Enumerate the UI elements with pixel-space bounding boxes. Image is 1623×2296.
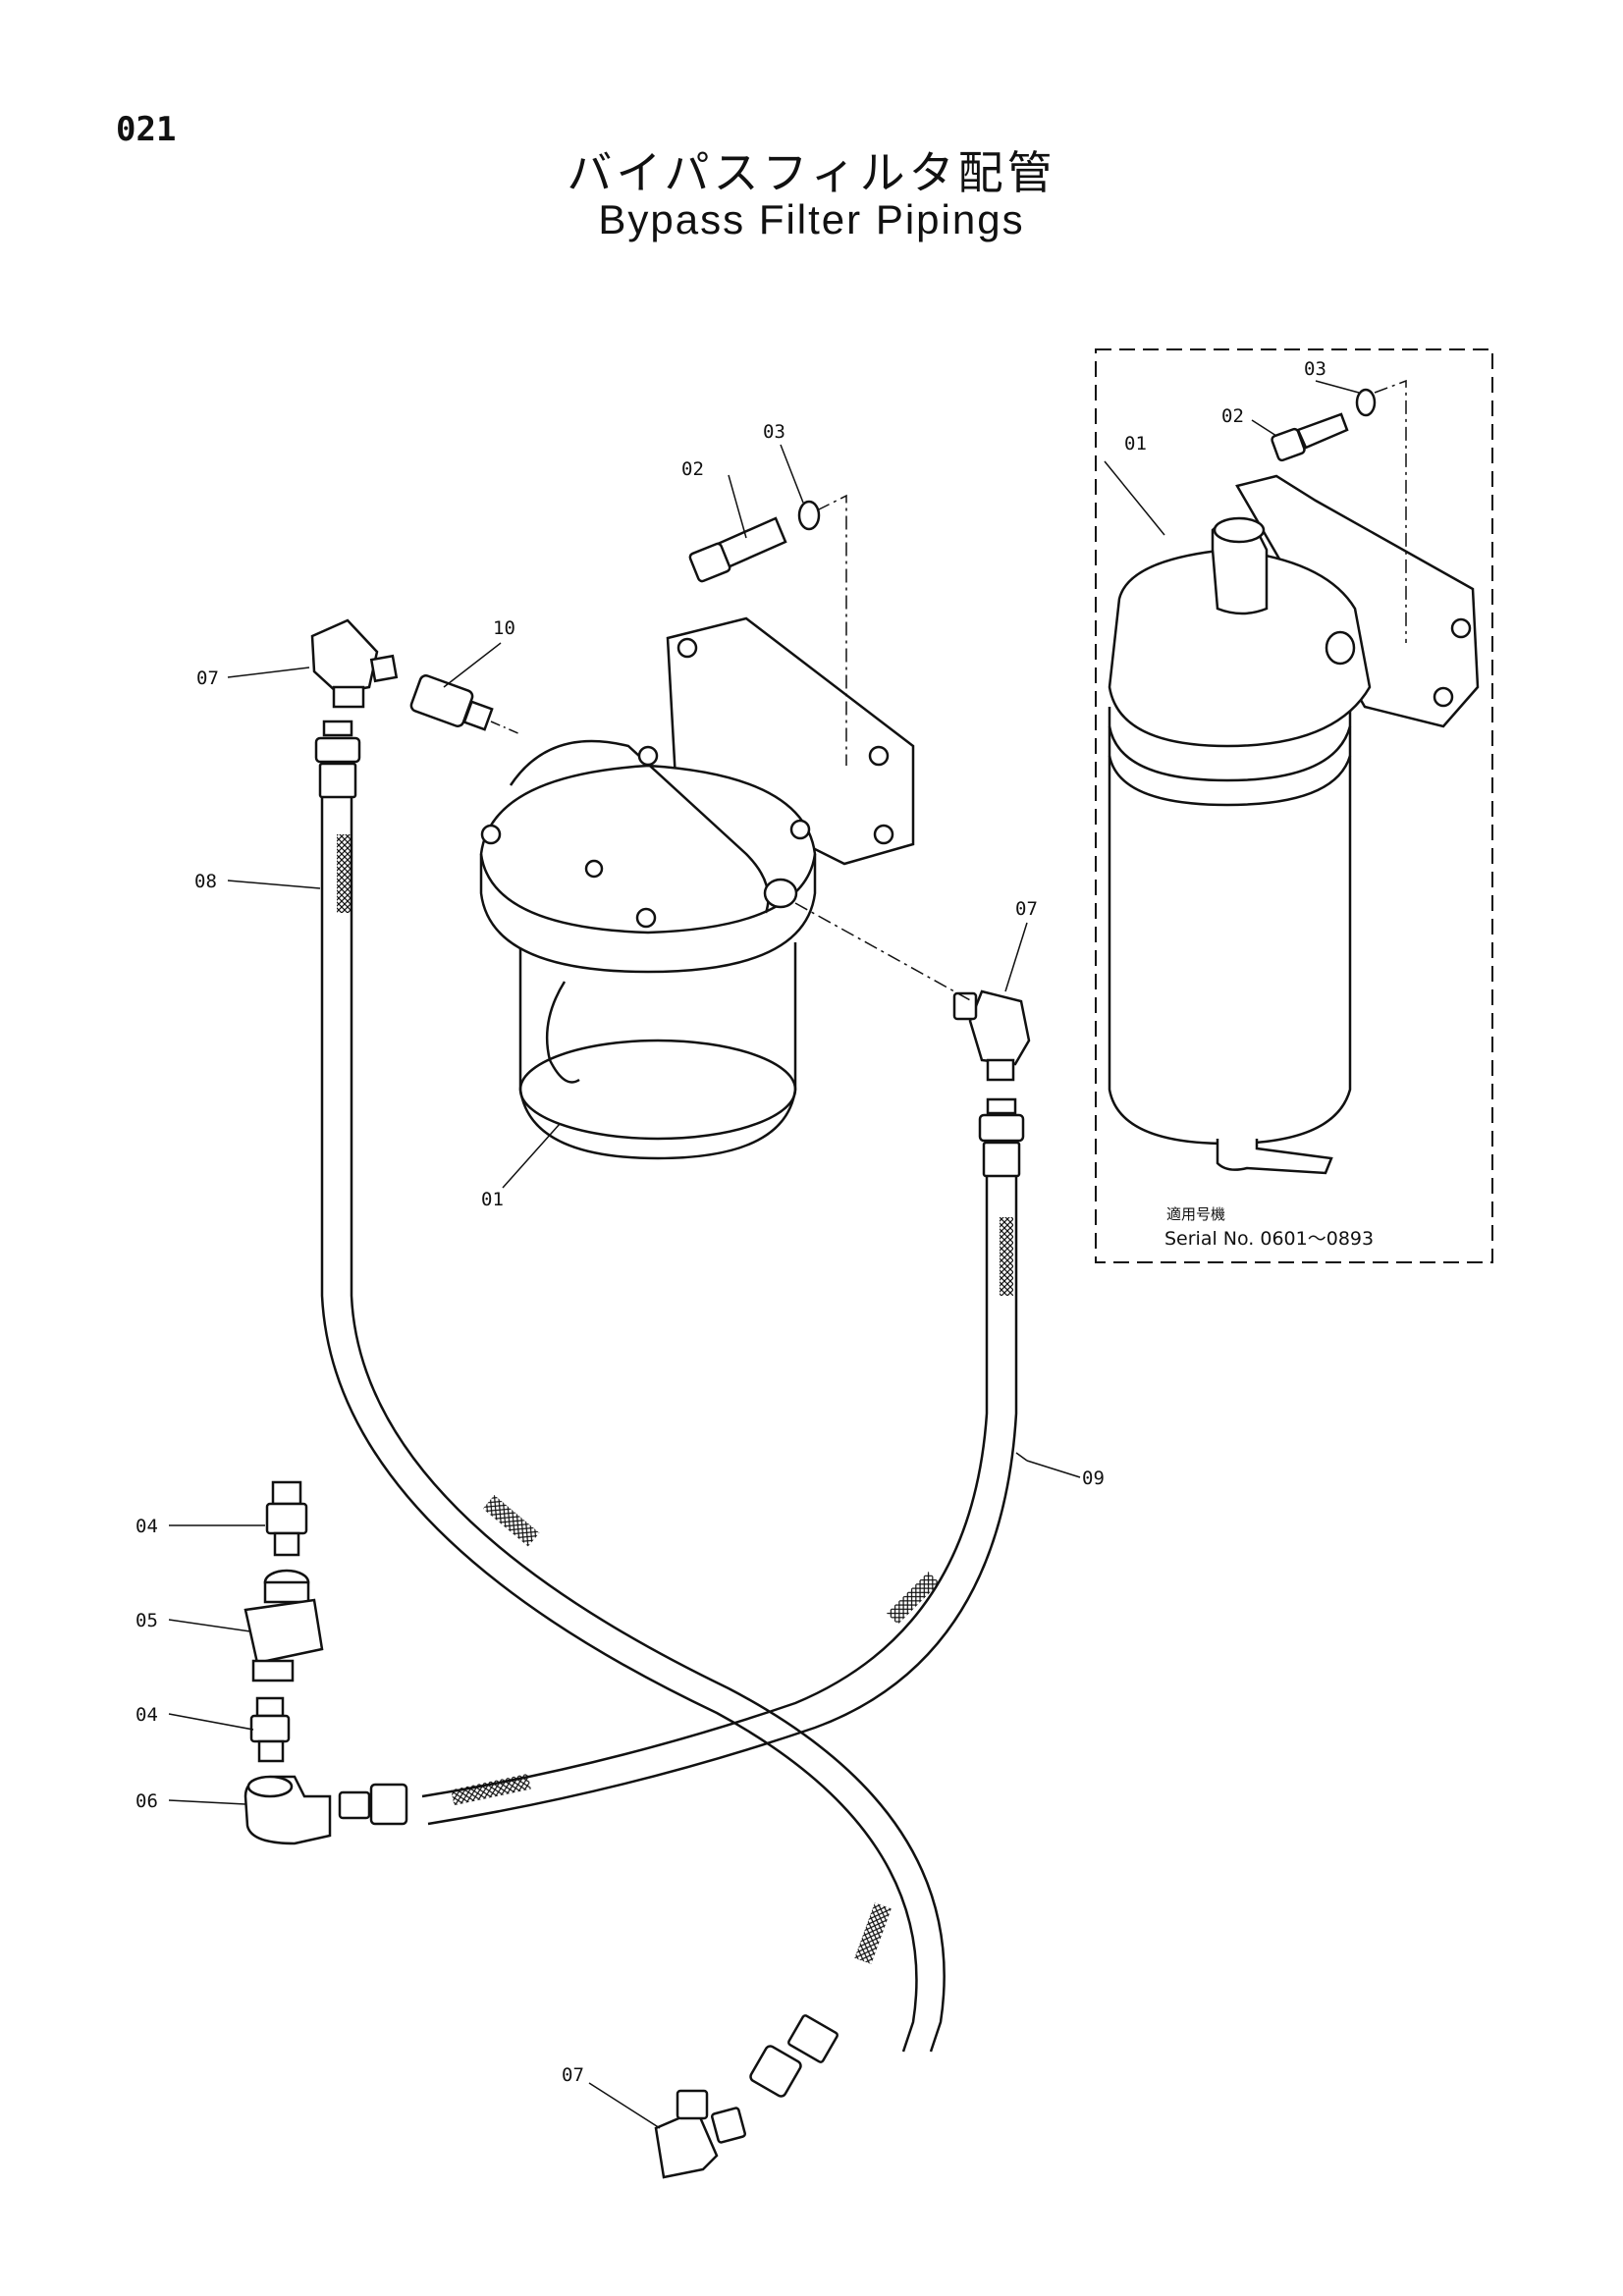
elbow-06 xyxy=(243,1775,332,1845)
callout-01-inset: 01 xyxy=(1124,433,1147,454)
callout-10: 10 xyxy=(493,617,515,639)
washer-03-inset xyxy=(1355,388,1377,417)
callout-07-right: 07 xyxy=(1015,898,1038,920)
bolt-02-main xyxy=(688,516,787,583)
hose-08 xyxy=(320,795,946,2053)
hose-09 xyxy=(421,1173,1018,1826)
elbow-07-left xyxy=(310,618,399,709)
callout-04-lower: 04 xyxy=(135,1704,158,1726)
applicable-machines-label: 適用号機 xyxy=(1166,1205,1225,1223)
callout-08: 08 xyxy=(194,871,217,892)
centerline-10 xyxy=(490,721,521,735)
bypass-filter-inset xyxy=(1108,474,1480,1175)
callout-04-upper: 04 xyxy=(135,1516,158,1537)
page-number: 021 xyxy=(116,110,177,149)
callout-02-main: 02 xyxy=(681,458,704,480)
callout-02-inset: 02 xyxy=(1221,405,1244,427)
callout-07-bottom: 07 xyxy=(562,2064,584,2086)
page-title-japanese: バイパスフィルタ配管 xyxy=(567,146,1056,199)
connector-04-lower xyxy=(249,1696,291,1763)
hose-09-bottom-fitting xyxy=(338,1783,408,1826)
callout-03-inset: 03 xyxy=(1304,358,1326,380)
leader-lines xyxy=(168,380,1360,2129)
callout-03-main: 03 xyxy=(763,421,785,443)
centerline-bolt-inset xyxy=(1374,379,1407,643)
callout-01-main: 01 xyxy=(481,1189,504,1210)
bypass-filter-main xyxy=(479,616,915,1160)
centerline-bolt-main xyxy=(816,494,847,766)
inset-frame xyxy=(1095,348,1493,1263)
adapter-05 xyxy=(243,1569,324,1682)
page-title-english: Bypass Filter Pipings xyxy=(598,196,1025,242)
callout-06: 06 xyxy=(135,1790,158,1812)
callout-07-left: 07 xyxy=(196,667,219,689)
callout-09: 09 xyxy=(1082,1468,1105,1489)
washer-03-main xyxy=(797,500,821,531)
connector-04-upper xyxy=(265,1480,308,1557)
elbow-07-bottom xyxy=(654,2089,746,2179)
connector-10 xyxy=(409,674,494,731)
elbow-07-right xyxy=(952,989,1031,1082)
hose-08-top-fitting xyxy=(314,720,361,799)
hose-08-bottom-fitting xyxy=(749,2014,839,2098)
bolt-02-inset xyxy=(1271,412,1349,462)
callout-05: 05 xyxy=(135,1610,158,1631)
hose-09-top-fitting xyxy=(978,1097,1025,1178)
serial-number-range: Serial No. 0601～0893 xyxy=(1164,1228,1374,1250)
centerline-07-right xyxy=(794,902,973,1002)
